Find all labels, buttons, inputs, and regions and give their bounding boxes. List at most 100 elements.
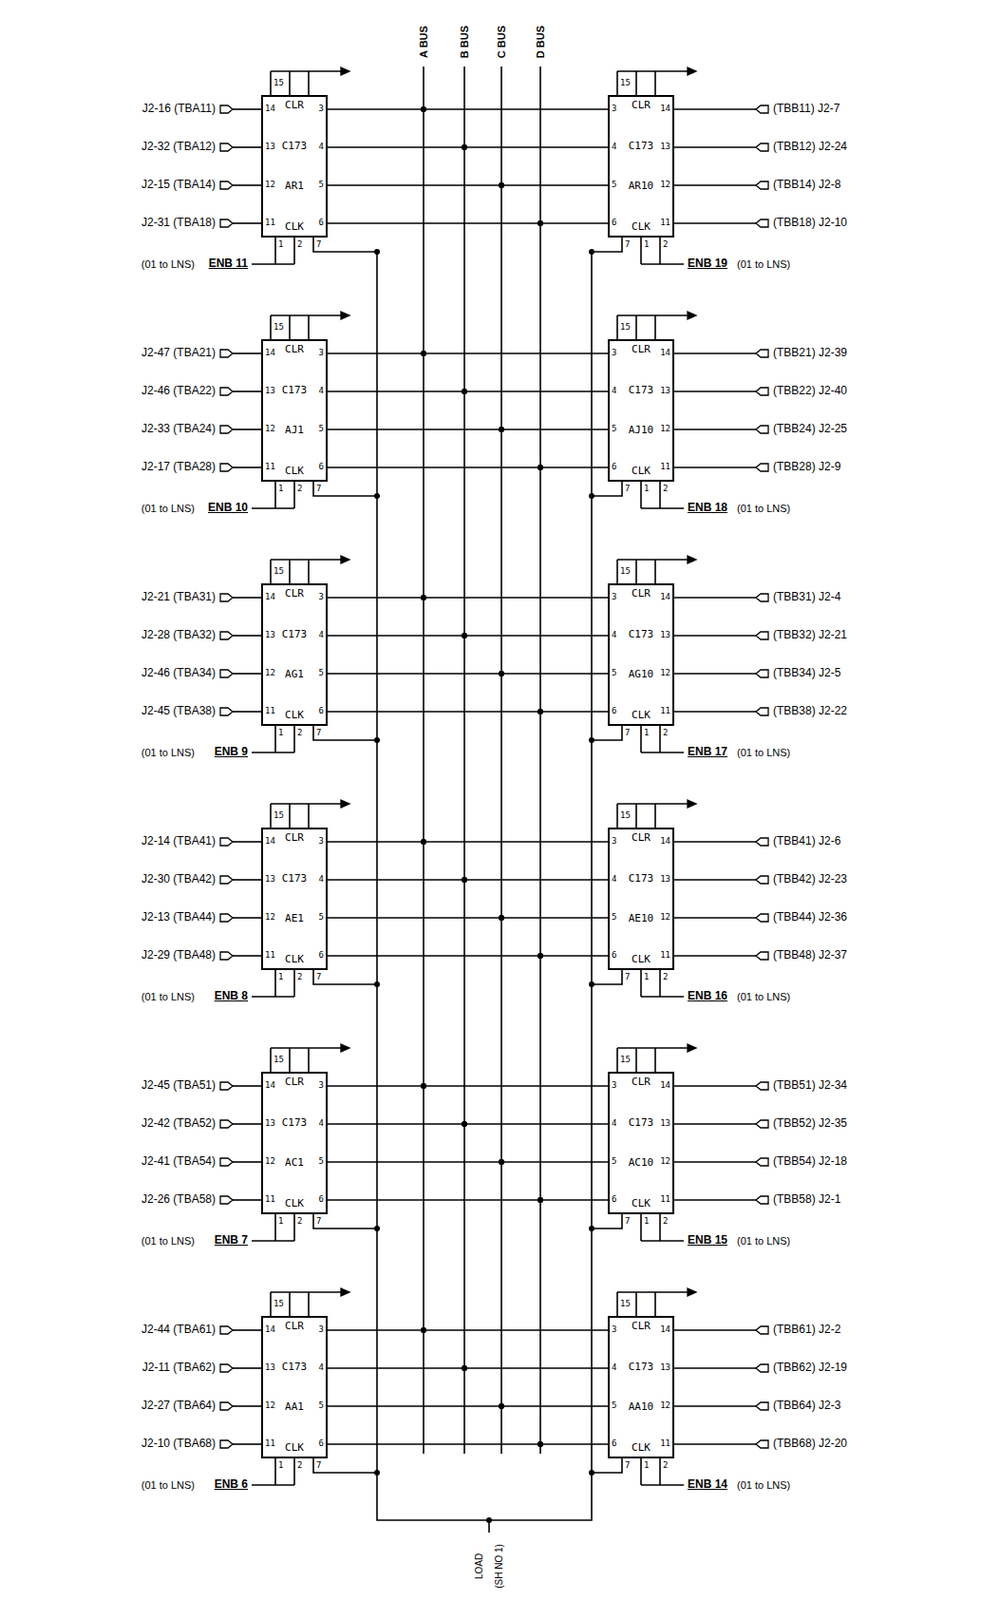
chip-text: CLR xyxy=(631,343,651,356)
connector-pin-label: J2-29 (TBA48) xyxy=(141,948,216,962)
pin-number: 14 xyxy=(660,1324,671,1335)
enable-line xyxy=(641,1239,684,1242)
connector-pin-label: J2-47 (TBA21) xyxy=(141,346,216,359)
clock-line xyxy=(313,725,378,740)
connector-pin-label: (TBB64) J2-3 xyxy=(773,1398,841,1412)
input-wire xyxy=(674,916,757,919)
output-wire xyxy=(423,840,608,843)
junction-dot xyxy=(374,248,380,255)
connector-pin-label: J2-17 (TBA28) xyxy=(141,460,216,473)
output-wire xyxy=(423,596,608,599)
output-wire xyxy=(327,1328,424,1331)
connector-pin-label: (TBB18) J2-10 xyxy=(773,216,848,229)
pin-number: 5 xyxy=(319,424,324,434)
connector-pin-label: (TBB58) J2-1 xyxy=(773,1192,841,1206)
arrow-head xyxy=(340,799,350,808)
connector-pin-label: J2-45 (TBA51) xyxy=(141,1078,216,1092)
connector-pin-label: J2-16 (TBA11) xyxy=(142,102,216,115)
pin-number: 4 xyxy=(319,142,324,152)
output-wire xyxy=(327,672,502,675)
input-wire xyxy=(231,596,262,599)
chip-text: AE1 xyxy=(284,912,304,925)
pin-number: 1 xyxy=(278,1460,283,1471)
connector-pin-label: J2-13 (TBA44) xyxy=(141,910,216,924)
pin-number: 4 xyxy=(319,874,324,885)
signal-note: (01 to LNS) xyxy=(141,258,195,270)
connector-symbol xyxy=(220,463,233,472)
pin-number: 13 xyxy=(264,1118,276,1129)
pin-number: 15 xyxy=(620,1055,631,1065)
pin-number: 15 xyxy=(273,1299,284,1309)
signal-note: (01 to LNS) xyxy=(141,746,195,758)
input-wire xyxy=(674,1404,757,1407)
pin-number: 11 xyxy=(660,706,671,717)
junction-dot xyxy=(420,1326,427,1333)
connector-pin-label: J2-46 (TBA34) xyxy=(141,666,216,680)
pin-number: 12 xyxy=(264,180,276,190)
enable-line xyxy=(641,995,684,998)
pin-number: 1 xyxy=(643,484,649,494)
chip-text: CLK xyxy=(631,465,651,477)
connector-symbol xyxy=(755,951,769,960)
pin-number: 13 xyxy=(660,142,671,152)
pin-stub xyxy=(288,803,291,828)
signal-note: (01 to LNS) xyxy=(736,502,791,514)
signal-note: (01 to LNS) xyxy=(736,1478,791,1491)
output-wire xyxy=(327,1198,541,1201)
pin-number: 13 xyxy=(264,386,276,397)
connector-symbol xyxy=(755,1157,769,1166)
junction-dot xyxy=(461,388,468,395)
connector-symbol xyxy=(220,1363,233,1372)
junction-dot xyxy=(461,632,468,639)
connector-pin-label: (TBB42) J2-23 xyxy=(773,872,848,886)
load-label: LOAD xyxy=(473,1551,485,1578)
ic-chip: CLRC173AR10CLK xyxy=(607,94,675,238)
pin-stub xyxy=(293,1213,296,1241)
pin-number: 2 xyxy=(297,972,302,982)
junction-dot xyxy=(420,1326,427,1333)
output-wire xyxy=(327,1122,465,1125)
chip-text: AJ10 xyxy=(628,424,655,436)
pin-number: 15 xyxy=(273,811,284,821)
clock-line xyxy=(591,1213,623,1228)
supply-line xyxy=(270,1046,343,1049)
junction-dot xyxy=(420,1082,427,1089)
pin-stub xyxy=(654,803,657,828)
connector-symbol xyxy=(755,593,769,602)
signal-note: (01 to LNS) xyxy=(736,258,791,270)
input-wire xyxy=(231,878,262,881)
pin-number: 14 xyxy=(660,592,671,603)
pin-number: 3 xyxy=(611,1324,617,1335)
pin-number: 13 xyxy=(660,874,671,885)
connector-symbol xyxy=(220,425,233,434)
junction-dot xyxy=(498,1402,505,1409)
junction-dot xyxy=(374,492,380,499)
junction-dot xyxy=(461,1120,468,1127)
supply-line xyxy=(617,558,690,561)
connector-symbol xyxy=(220,1325,233,1334)
chip-text: C173 xyxy=(628,1360,655,1373)
arrow-head xyxy=(340,67,350,76)
connector-pin-label: (TBB22) J2-40 xyxy=(773,384,848,397)
output-wire xyxy=(540,466,608,469)
supply-line xyxy=(617,314,690,317)
pin-stub xyxy=(288,1291,291,1316)
pin-stub xyxy=(640,725,642,753)
wires xyxy=(220,66,769,1532)
ic-chip: CLRC173AG1CLK xyxy=(261,583,328,726)
pin-number: 7 xyxy=(624,1216,630,1227)
pin-number: 14 xyxy=(264,836,276,847)
connector-symbol xyxy=(220,1119,233,1128)
signal-name: ENB 8 xyxy=(214,989,248,1002)
pin-stub xyxy=(293,1457,296,1485)
pin-number: 7 xyxy=(316,1460,321,1471)
clock-line xyxy=(313,237,378,252)
pin-number: 12 xyxy=(264,1156,276,1167)
pin-number: 5 xyxy=(319,180,324,190)
pin-number: 12 xyxy=(660,912,671,923)
pin-number: 3 xyxy=(611,348,617,359)
output-wire xyxy=(327,466,541,469)
input-wire xyxy=(674,1442,757,1445)
junction-dot xyxy=(537,952,544,959)
enable-line xyxy=(641,507,684,510)
